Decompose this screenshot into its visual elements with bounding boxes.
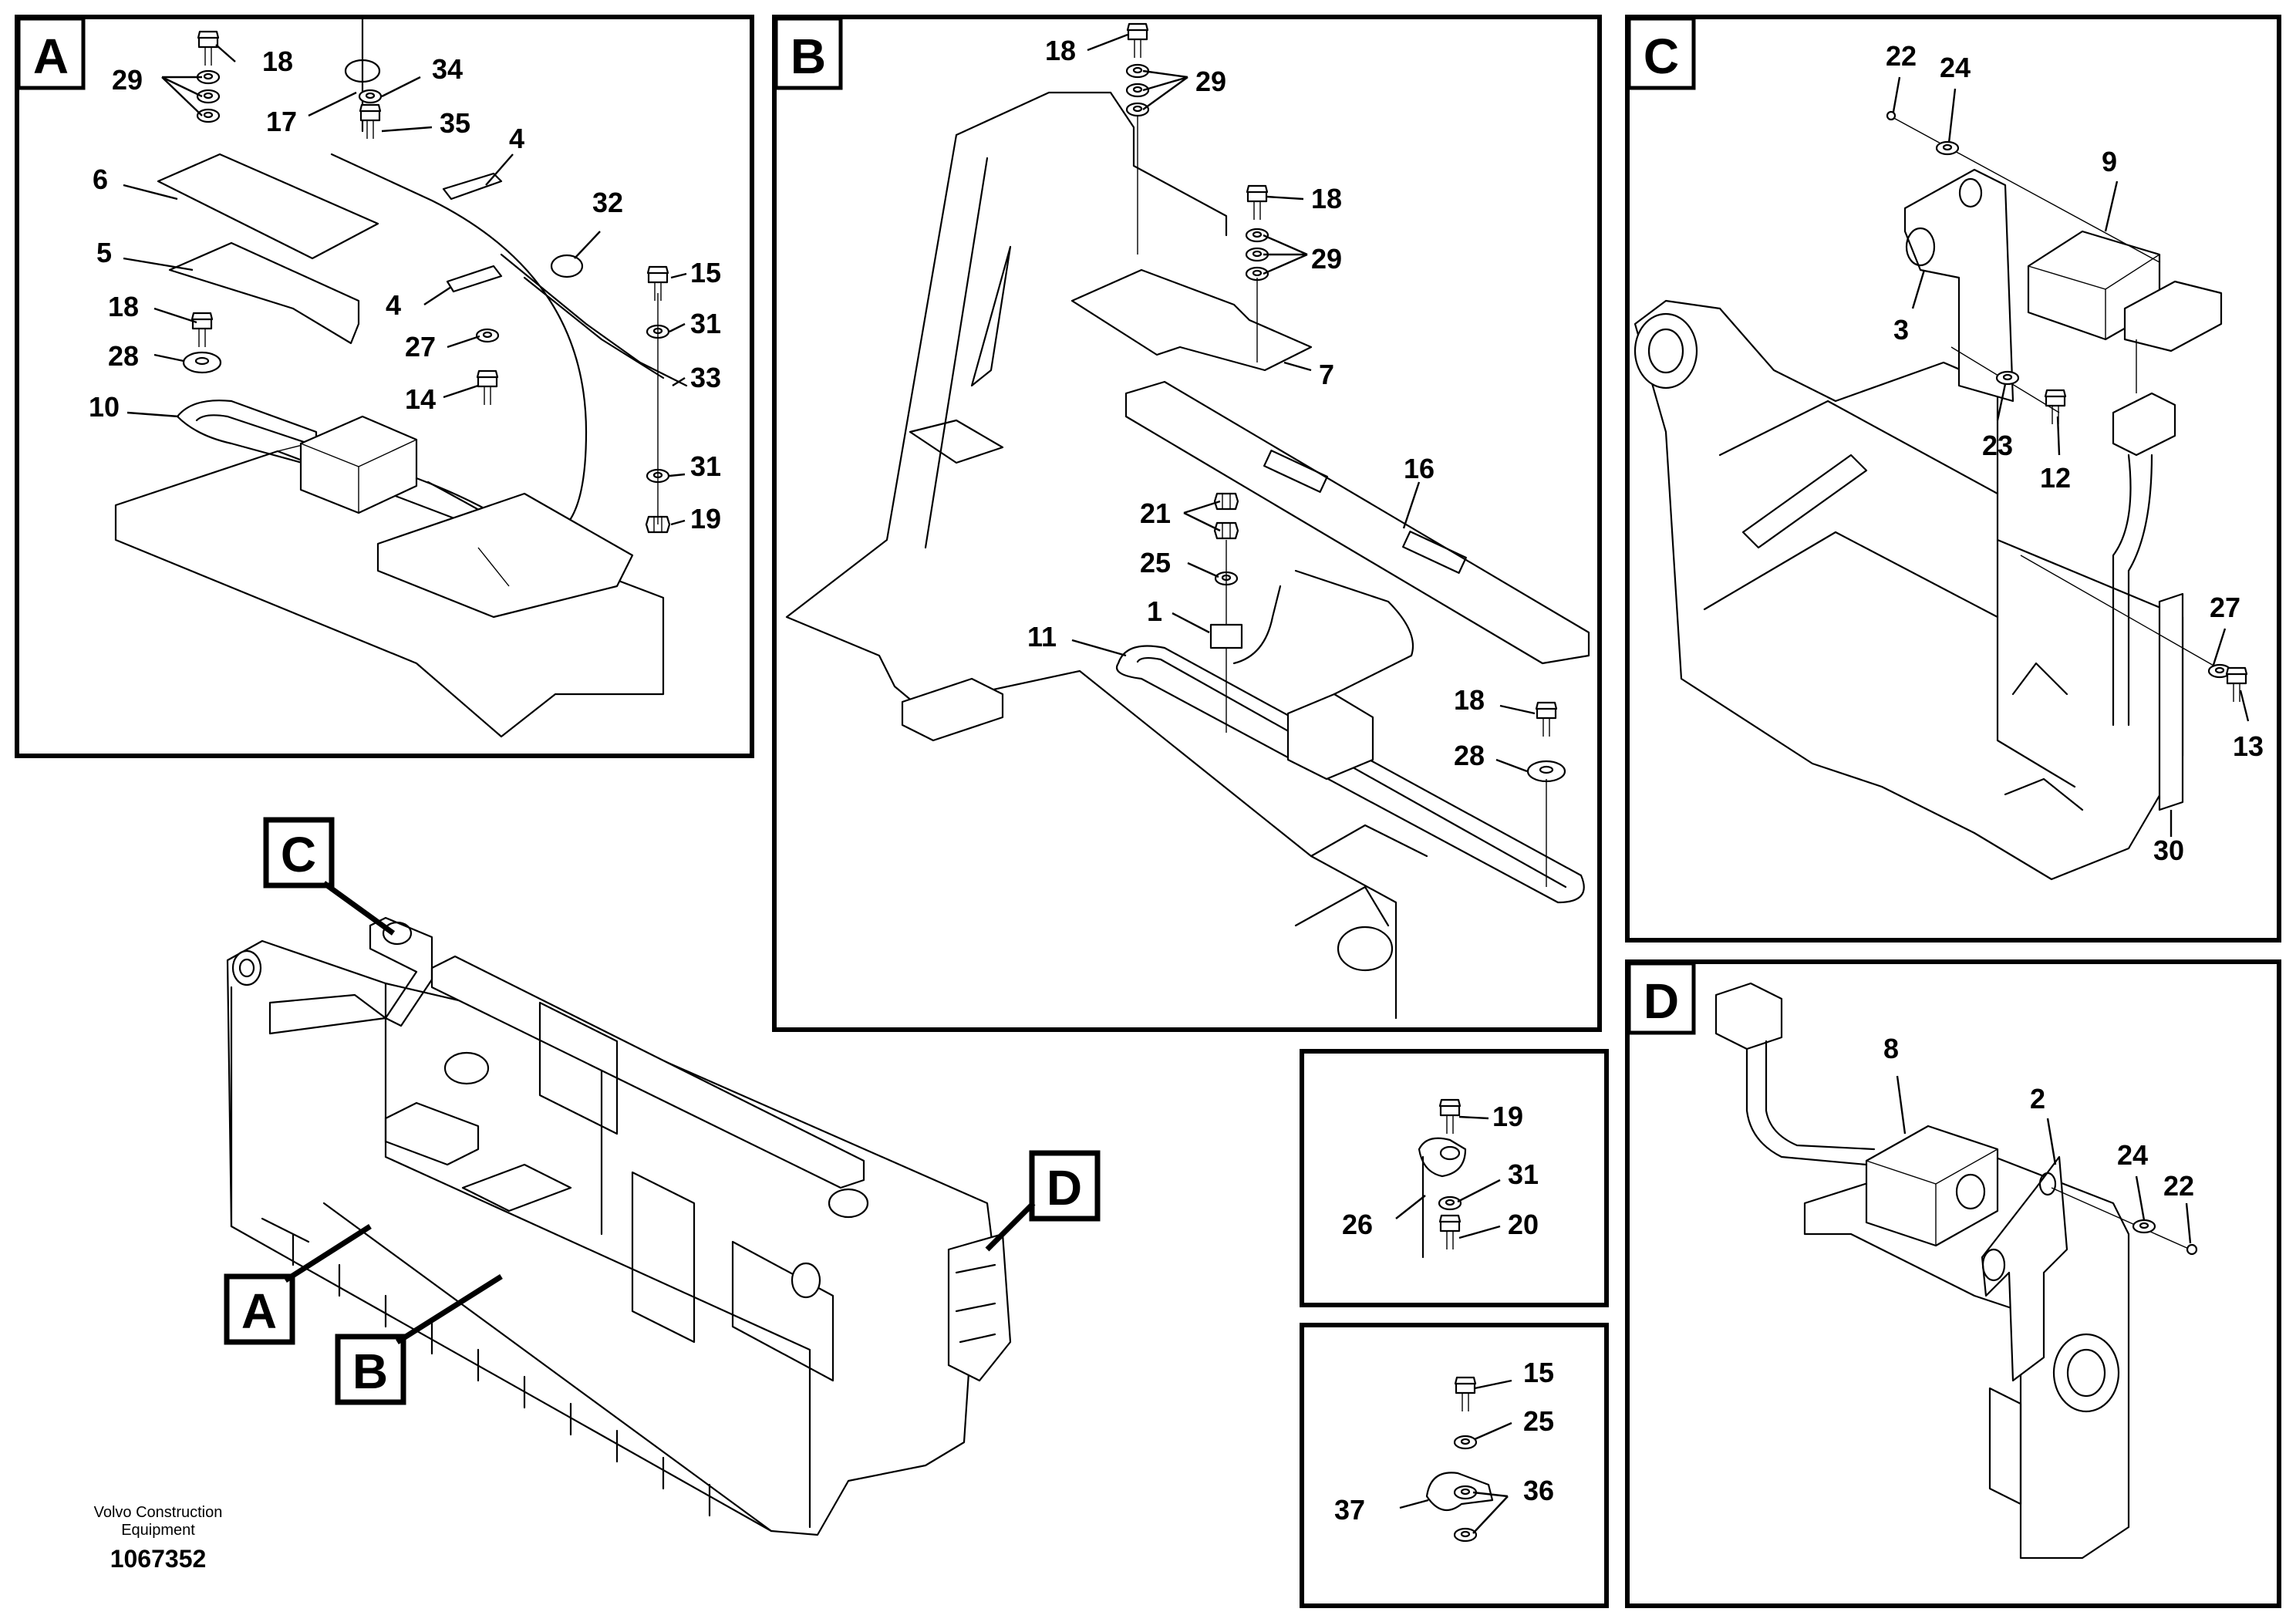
callout-number: 7 xyxy=(1319,359,1334,390)
document-number: 1067352 xyxy=(110,1545,207,1573)
callout-number: 29 xyxy=(1311,243,1342,275)
callout-number: 19 xyxy=(1492,1101,1523,1132)
callout-number: 18 xyxy=(262,46,293,77)
callout-number: 14 xyxy=(405,383,436,415)
plate-6 xyxy=(157,153,379,260)
brand-line-2: Equipment xyxy=(121,1522,195,1539)
bracket-16 xyxy=(1124,380,1590,665)
callout-number: 20 xyxy=(1508,1209,1539,1240)
callout-number: 13 xyxy=(2233,730,2264,762)
panel-a: A xyxy=(15,15,754,758)
panel-c-label: C xyxy=(1644,29,1679,84)
callout-number: 25 xyxy=(1140,547,1171,578)
callout-number: 2 xyxy=(2030,1083,2045,1114)
callout-number: 29 xyxy=(1195,66,1226,97)
callout-number: 24 xyxy=(1940,52,1971,83)
callout-number: 11 xyxy=(1027,621,1057,653)
callout-number: 15 xyxy=(1523,1357,1554,1388)
callout-number: 27 xyxy=(405,331,436,363)
callout-number: 15 xyxy=(690,257,721,288)
panel-a-label: A xyxy=(33,29,69,84)
callout-number: 18 xyxy=(1311,183,1342,214)
callout-number: 26 xyxy=(1342,1209,1373,1240)
callout-number: 28 xyxy=(108,340,139,372)
callout-number: 32 xyxy=(592,187,623,218)
callout-number: 31 xyxy=(690,450,721,482)
callout-number: 22 xyxy=(1886,40,1917,72)
overview-callout-d xyxy=(1029,1150,1101,1222)
callout-number: 27 xyxy=(2210,592,2240,623)
callout-number: 8 xyxy=(1883,1033,1899,1064)
callout-number: 4 xyxy=(509,123,524,154)
callout-number: 31 xyxy=(1508,1158,1539,1190)
overview-callout-b xyxy=(335,1334,406,1405)
panel-b-label: B xyxy=(791,29,826,84)
callout-number: 28 xyxy=(1454,740,1485,771)
plate-7 xyxy=(1070,268,1313,372)
box-8 xyxy=(1865,1125,1999,1247)
callout-number: 1 xyxy=(1147,595,1162,627)
overview-callout-a-label: A xyxy=(241,1283,277,1339)
callout-number: 19 xyxy=(690,503,721,534)
callout-number: 37 xyxy=(1334,1494,1365,1526)
panel-b: B xyxy=(772,15,1602,1032)
control-box xyxy=(299,415,418,514)
overview-callout-b-label: B xyxy=(352,1344,388,1399)
bracket-30 xyxy=(2158,592,2184,811)
overview-callout-c xyxy=(263,817,335,889)
callout-number: 12 xyxy=(2040,462,2071,494)
callout-number: 17 xyxy=(266,106,297,137)
panel-d: D 8 2 24 22 xyxy=(1625,959,2281,1608)
callout-number: 9 xyxy=(2102,146,2117,177)
callout-number: 35 xyxy=(440,107,470,139)
overview-callout-c-label: C xyxy=(281,827,316,882)
brand-line-1: Volvo Construction xyxy=(94,1504,223,1521)
plate-5 xyxy=(168,241,360,345)
overview-callout-a xyxy=(224,1273,295,1345)
callout-number: 34 xyxy=(432,53,463,85)
callout-number: 25 xyxy=(1523,1405,1554,1437)
callout-number: 10 xyxy=(89,391,120,423)
callout-number: 21 xyxy=(1140,497,1171,529)
callout-number: 23 xyxy=(1982,430,2013,461)
panel-d-label: D xyxy=(1644,973,1679,1029)
callout-number: 5 xyxy=(96,237,112,268)
bracket-3 xyxy=(1903,168,2014,403)
panel-c: C xyxy=(1625,15,2281,943)
overview-callout-d-label: D xyxy=(1047,1160,1082,1216)
callout-number: 24 xyxy=(2117,1139,2148,1171)
callout-number: 18 xyxy=(108,291,139,322)
callout-number: 16 xyxy=(1404,453,1435,484)
panel-e: 19 31 26 20 xyxy=(1300,1049,1609,1307)
callout-number: 22 xyxy=(2163,1170,2194,1202)
panel-f: 15 25 37 36 xyxy=(1300,1323,1609,1608)
callout-number: 18 xyxy=(1454,684,1485,716)
callout-number: 18 xyxy=(1045,35,1076,66)
callout-number: 4 xyxy=(386,289,401,321)
overview-machine: C D A B xyxy=(224,817,1101,1536)
callout-number: 6 xyxy=(93,164,108,195)
callout-number: 30 xyxy=(2153,835,2184,866)
callout-number: 29 xyxy=(112,64,143,96)
callout-number: 33 xyxy=(690,362,721,393)
callout-number: 3 xyxy=(1893,314,1909,346)
footer: Volvo Construction Equipment 1067352 xyxy=(94,1504,223,1573)
callout-number: 31 xyxy=(690,308,721,339)
callout-number: 36 xyxy=(1523,1475,1554,1506)
